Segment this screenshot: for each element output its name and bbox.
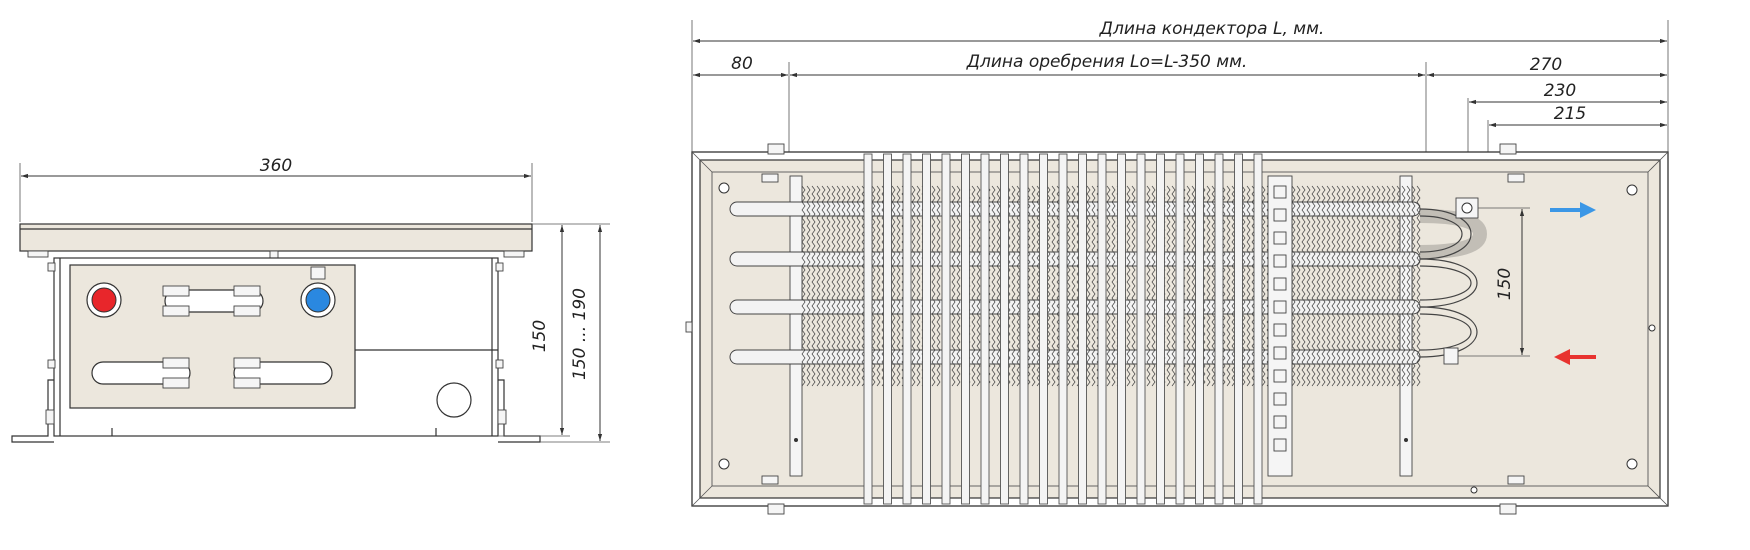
label-80: 80 — [731, 54, 753, 74]
grille-lamella — [1175, 153, 1185, 505]
grille-lamella — [1234, 153, 1243, 505]
label-215: 215 — [1554, 104, 1586, 124]
label-convector-length: Длина кондектора L, мм. — [1099, 19, 1325, 39]
grille-lamella — [1156, 153, 1165, 505]
grille-lamella — [1117, 153, 1126, 505]
label-270: 270 — [1530, 55, 1562, 75]
label-360: 360 — [260, 156, 292, 176]
label-fin-length: Длина оребрения Lo=L-350 мм. — [966, 52, 1248, 72]
top-view: Длина кондектора L, мм. 80 Длина оребрен… — [685, 19, 1669, 515]
grille-lamella — [1058, 153, 1068, 505]
label-150-190: 150 ... 190 — [570, 288, 590, 380]
grille-lamella — [961, 153, 970, 505]
side-view: 360 — [11, 156, 610, 443]
grille-lamella — [883, 153, 892, 505]
grille-lamella — [980, 153, 990, 505]
inlet-fitting — [1443, 347, 1459, 365]
blue-circle-icon — [305, 287, 331, 313]
grille-lamella — [1136, 153, 1146, 505]
u-bends — [1419, 208, 1488, 358]
grille-lamella — [1078, 153, 1087, 505]
grille-lamella — [1039, 153, 1048, 505]
grille-lamella — [1214, 153, 1224, 505]
grille-lamella — [941, 153, 951, 505]
grille-lamella — [922, 153, 931, 505]
grille-lamella — [1019, 153, 1029, 505]
red-circle-icon — [91, 287, 117, 313]
grille-lamella — [863, 153, 873, 505]
side-top-frame — [19, 223, 533, 252]
arrow-right-icon — [1550, 202, 1596, 218]
grille-lamella — [902, 153, 912, 505]
label-pipe-spacing: 150 — [1495, 268, 1515, 300]
grille-lamella — [1195, 153, 1204, 505]
grille-lamella — [1097, 153, 1107, 505]
arrow-left-icon — [1554, 349, 1596, 365]
grille-lamella — [1000, 153, 1009, 505]
label-230: 230 — [1544, 81, 1576, 101]
grille-lamella — [1253, 153, 1263, 505]
label-150: 150 — [530, 320, 550, 352]
grille-lamellas — [863, 153, 1263, 505]
